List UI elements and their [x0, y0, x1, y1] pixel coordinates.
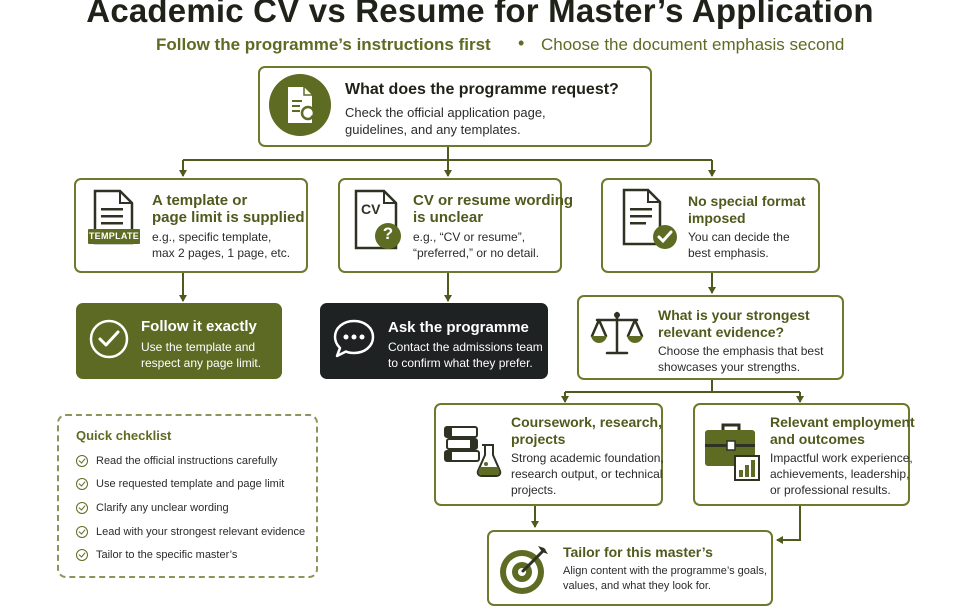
document-search-icon [269, 74, 331, 136]
branch-template-heading: A template or page limit is supplied [152, 192, 305, 226]
branch-no-format-heading: No special format imposed [688, 193, 806, 226]
top-question-heading: What does the programme request? [345, 81, 619, 98]
subtitle-left: Follow the programme’s instructions firs… [156, 35, 491, 54]
ask-programme-body: Contact the admissions team to confirm w… [388, 340, 543, 370]
checklist-tick-icon [76, 455, 88, 468]
coursework-body: Strong academic foundation, research out… [511, 451, 664, 497]
ask-programme-box [320, 303, 548, 379]
coursework-heading: Coursework, research, projects [511, 414, 662, 447]
checklist-tick-icon [76, 478, 88, 491]
target-icon [500, 546, 548, 594]
page-title: Academic CV vs Resume for Master’s Appli… [86, 0, 874, 29]
subtitle-separator: • [518, 33, 525, 53]
follow-exactly-body: Use the template and respect any page li… [141, 340, 262, 370]
checklist-tick-icon [76, 502, 88, 515]
subtitle-right: Choose the document emphasis second [541, 35, 845, 54]
follow-exactly-heading: Follow it exactly [141, 318, 257, 335]
template-icon-label: TEMPLATE [88, 231, 140, 241]
briefcase-chart-icon [705, 423, 760, 481]
tailor-body: Align content with the programme’s goals… [563, 565, 768, 592]
speech-bubble-icon [333, 319, 375, 358]
branch-unclear-body: e.g., “CV or resume”, “preferred,” or no… [413, 230, 540, 260]
branch-template-body: e.g., specific template, max 2 pages, 1 … [152, 230, 291, 260]
books-flask-icon [444, 426, 502, 477]
checklist-item: Lead with your strongest relevant eviden… [76, 525, 305, 539]
tailor-heading: Tailor for this master’s [563, 544, 713, 560]
strongest-evidence-box [577, 295, 844, 380]
question-mark-icon: ? [382, 224, 394, 243]
strongest-evidence-heading: What is your strongest relevant evidence… [658, 307, 810, 340]
checklist-item: Clarify any unclear wording [76, 501, 229, 515]
checklist-title: Quick checklist [76, 428, 172, 443]
checklist-panel [57, 414, 318, 578]
checklist-tick-icon [76, 549, 88, 562]
branch-no-format-body: You can decide the best emphasis. [688, 230, 790, 260]
checklist-item: Tailor to the specific master’s [76, 548, 237, 562]
checklist-item: Read the official instructions carefully [76, 454, 277, 468]
balance-scale-icon [590, 311, 644, 355]
checklist-tick-icon [76, 526, 88, 539]
top-question-body: Check the official application page, gui… [345, 105, 546, 137]
employment-heading: Relevant employment and outcomes [770, 414, 915, 447]
document-check-icon [622, 188, 677, 249]
employment-body: Impactful work experience, achievements,… [770, 451, 913, 497]
cv-icon-label: CV [361, 201, 381, 217]
cv-question-icon [354, 189, 401, 250]
ask-programme-heading: Ask the programme [388, 319, 529, 336]
template-document-icon [88, 189, 140, 245]
branch-unclear-heading: CV or resume wording is unclear [413, 192, 574, 226]
checklist-item: Use requested template and page limit [76, 477, 284, 491]
strongest-evidence-body: Choose the emphasis that best showcases … [658, 344, 824, 374]
check-circle-icon [89, 319, 129, 359]
